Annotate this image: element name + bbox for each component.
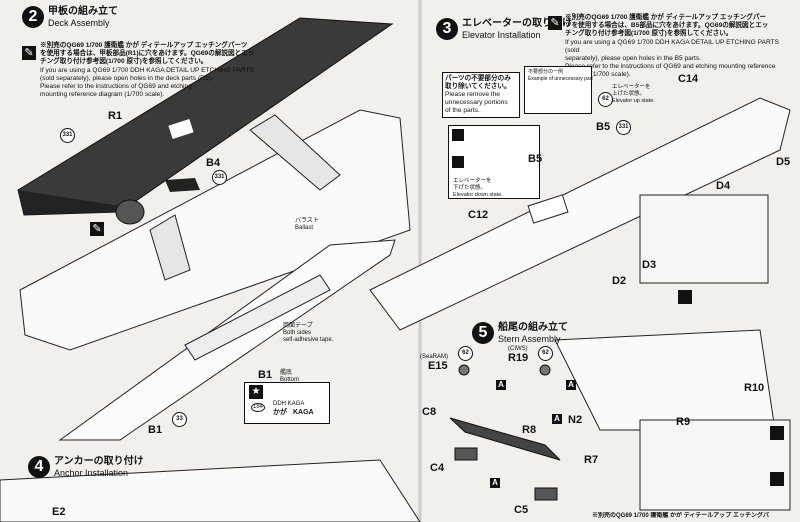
remove-unnecessary-callout: パーツの不要部分のみ 取り除いてください。 Please remove the …	[442, 72, 520, 118]
bottom-label: 艦底 Bottom	[280, 370, 300, 383]
part-number-331: 331	[616, 120, 631, 135]
label-d5: D5	[776, 156, 791, 168]
plate-number: 184	[251, 403, 266, 412]
elevator-up-label: エレベーターを 上げた状態。 Elevator up state.	[612, 84, 655, 104]
ballast-plate	[184, 274, 331, 361]
sprue-tag-a: A	[496, 380, 506, 390]
ciws-part-r19	[539, 364, 551, 376]
step-2-heading: 2 甲板の組み立て Deck Assembly	[22, 6, 118, 29]
stern-deck-c8	[449, 417, 561, 461]
step-title-en: Stern Assembly	[498, 334, 561, 344]
step-title-jp: エレベーターの取り付け	[462, 18, 572, 29]
deck-elevator-hole	[168, 118, 194, 140]
step-5-heading: 5 船尾の組み立て Stern Assembly	[472, 322, 568, 345]
step-title-en: Elevator Installation	[462, 30, 541, 40]
grid-icon	[452, 156, 464, 168]
grid-icon	[452, 129, 464, 141]
part-c4	[454, 447, 478, 461]
label-r19: R19	[508, 352, 529, 364]
label-d4: D4	[716, 180, 731, 192]
label-e2: E2	[52, 506, 66, 518]
part-c5	[534, 487, 558, 501]
step-number: 4	[28, 456, 50, 478]
stern-hull	[554, 329, 776, 431]
label-b1: B1	[258, 369, 273, 381]
step-number: 2	[22, 6, 44, 28]
inset-panel	[639, 194, 769, 284]
plate-jp: かが	[273, 409, 287, 416]
unnecessary-example-box: 不要部分の一例 Example of unnecessary part	[524, 66, 593, 114]
label-r10: R10	[744, 382, 765, 394]
ciws-label: (CIWS)	[508, 346, 528, 352]
plate-en: KAGA	[293, 409, 314, 416]
label-r8: R8	[522, 424, 537, 436]
step-3-heading: 3 エレベーターの取り付け Elevator Installation	[436, 18, 572, 41]
searam-part-e15	[458, 364, 470, 376]
hull-frame	[149, 214, 191, 281]
label-b5: B5	[528, 153, 543, 165]
label-r9: R9	[676, 416, 691, 428]
label-c8: C8	[422, 406, 437, 418]
sprue-tag-a: A	[566, 380, 576, 390]
label-c4: C4	[430, 462, 445, 474]
label-r1: R1	[108, 110, 123, 122]
plate-en-small: DDH KAGA	[273, 401, 305, 407]
searam-label: (SeaRAM)	[420, 354, 449, 360]
part-number-33: 33	[172, 412, 187, 427]
label-b5: B5	[596, 121, 611, 133]
part-number-331: 331	[60, 128, 75, 143]
elevator-part-b4	[165, 178, 200, 192]
label-r7: R7	[584, 454, 599, 466]
pencil-icon: ✎	[548, 16, 562, 30]
label-n2: N2	[568, 414, 583, 426]
etching-note-bottom: ※別売のQG69 1/700 護衛艦 かが ディテールアップ エッチングパ	[592, 513, 769, 519]
sprue-tag-a: A	[552, 414, 562, 424]
name-plate-box: ★ 184 DDH KAGA かが KAGA	[244, 382, 330, 424]
star-icon: ★	[249, 385, 263, 399]
step-number: 3	[436, 18, 458, 40]
sprue-tag-a: A	[490, 478, 500, 488]
step-title-jp: 船尾の組み立て	[498, 322, 568, 333]
label-c5: C5	[514, 504, 529, 516]
tape-label: 両面テープ Both sides self-adhesive tape.	[283, 323, 334, 343]
grid-icon	[678, 290, 692, 304]
part-number-62: 62	[458, 346, 473, 361]
step-title-jp: アンカーの取り付け	[54, 456, 144, 467]
deck-elevator-opening	[527, 194, 569, 224]
label-b4: B4	[206, 157, 221, 169]
ballast-label: バラスト Ballast	[295, 218, 319, 231]
part-number-62: 62	[538, 346, 553, 361]
step-title-jp: 甲板の組み立て	[48, 6, 118, 17]
deck-zoom-circle	[115, 199, 145, 225]
step-4-heading: 4 アンカーの取り付け Anchor Installation	[28, 456, 144, 479]
stern-detail-inset	[639, 419, 791, 511]
grid-icon	[770, 472, 784, 486]
part-number-331: 331	[212, 170, 227, 185]
step-title-en: Deck Assembly	[48, 18, 110, 28]
flight-deck-elevator	[369, 97, 791, 331]
elevator-down-box: エレベーターを 下げた状態。 Elevator down state.	[448, 125, 540, 199]
pencil-icon: ✎	[90, 222, 104, 236]
anchor-bow	[0, 459, 421, 522]
step-2-note: ※別売のQG69 1/700 護衛艦 かが ディテールアップ エッチングパーツ …	[40, 42, 255, 99]
label-d3: D3	[642, 259, 657, 271]
label-c14: C14	[678, 73, 699, 85]
pencil-icon: ✎	[22, 46, 36, 60]
label-d2: D2	[612, 275, 627, 287]
part-number-62: 62	[598, 92, 613, 107]
step-number: 5	[472, 322, 494, 344]
step-3-note: ※別売のQG69 1/700 護衛艦 かが ディテールアップ エッチングパー ツ…	[565, 14, 780, 79]
label-c12: C12	[468, 209, 489, 221]
label-b1: B1	[148, 424, 163, 436]
deck-edge	[18, 190, 120, 215]
label-e15: E15	[428, 360, 448, 372]
hangar-bulkhead	[249, 114, 341, 191]
step-title-en: Anchor Installation	[54, 468, 129, 478]
grid-icon	[770, 426, 784, 440]
